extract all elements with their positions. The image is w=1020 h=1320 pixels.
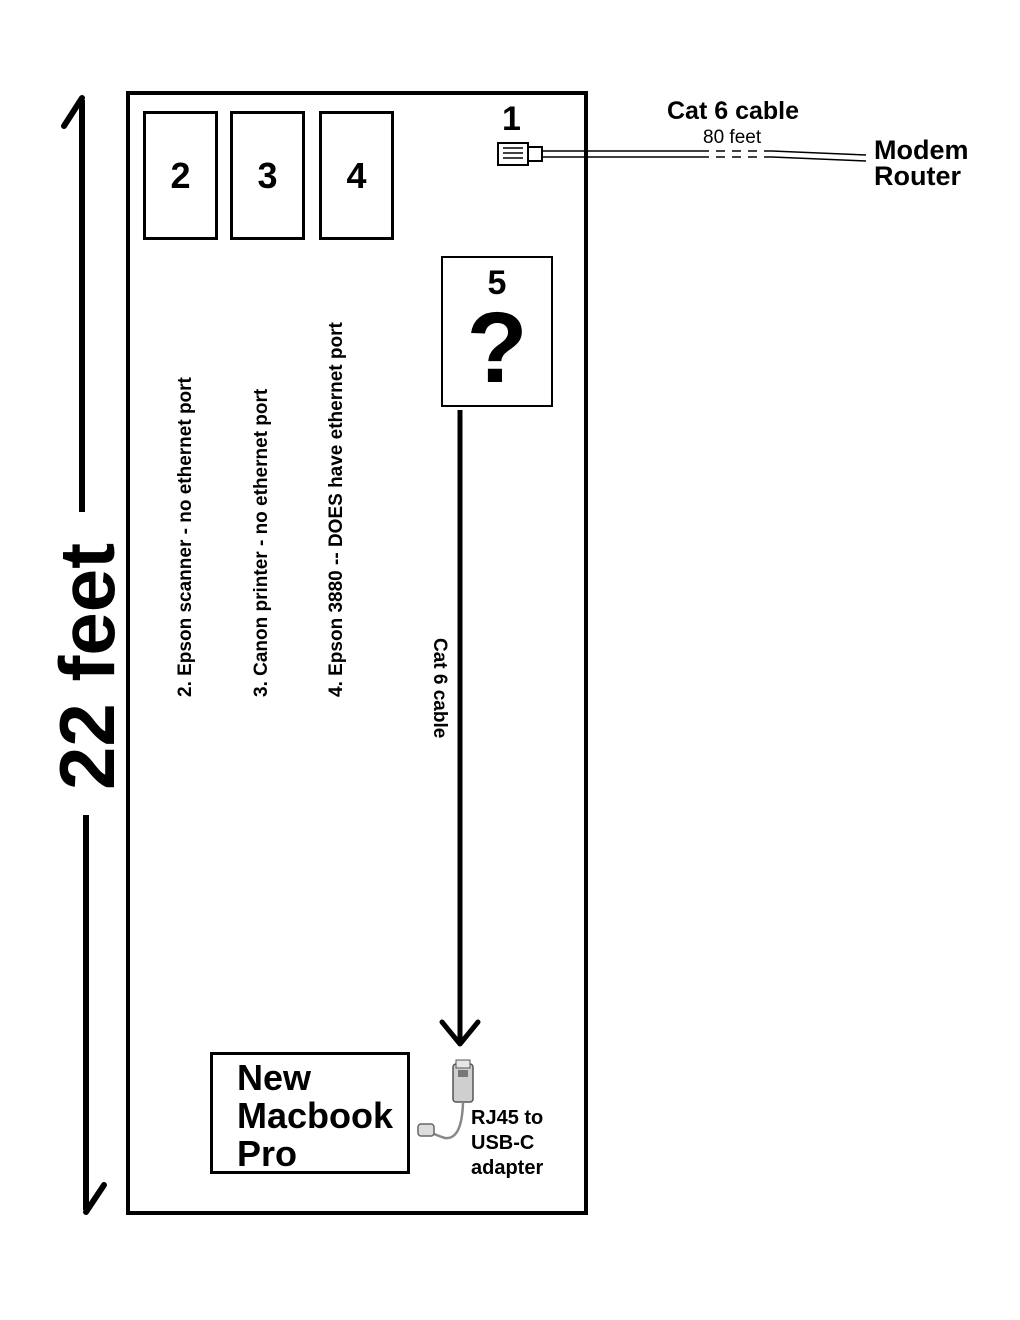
- adapter-label-line3: adapter: [471, 1157, 544, 1179]
- room-outline: [126, 91, 588, 1215]
- device-box-4: 4: [319, 111, 394, 240]
- jack-number-1: 1: [502, 100, 521, 138]
- laptop-box: New Macbook Pro: [210, 1052, 410, 1174]
- device-number-3: 3: [257, 154, 278, 196]
- laptop-label-line1: New: [237, 1057, 312, 1098]
- incoming-cable-label: Cat 6 cable: [667, 97, 800, 125]
- mystery-number: 5: [487, 264, 507, 302]
- incoming-cable-length: 80 feet: [703, 127, 762, 148]
- adapter-label-line1: RJ45 to: [471, 1107, 544, 1129]
- device-box-2: 2: [143, 111, 218, 240]
- device-box-3: 3: [230, 111, 305, 240]
- router-label: Router: [874, 161, 961, 191]
- modem-label: Modem: [874, 135, 969, 165]
- device-number-4: 4: [346, 154, 367, 196]
- adapter-label: RJ45 to USB-C adapter: [471, 1106, 543, 1181]
- mystery-box-5: 5 ?: [441, 256, 553, 407]
- question-mark: ?: [466, 292, 528, 404]
- adapter-label-line2: USB-C: [471, 1132, 535, 1154]
- device-number-2: 2: [170, 154, 191, 196]
- laptop-label-line3: Pro: [237, 1133, 298, 1174]
- laptop-label-line2: Macbook: [237, 1095, 394, 1136]
